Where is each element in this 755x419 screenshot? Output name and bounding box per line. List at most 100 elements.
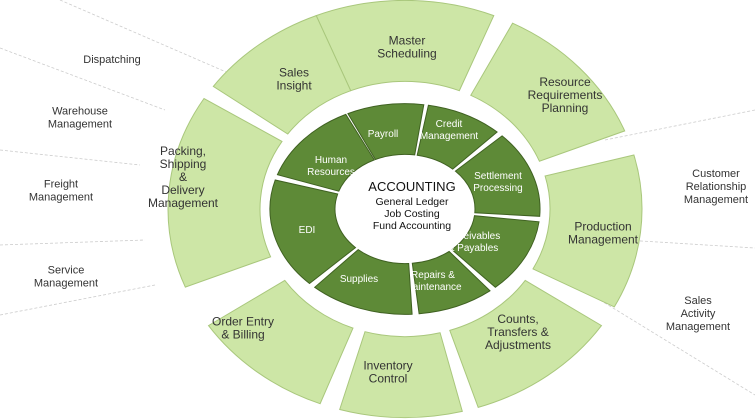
label-line: Management: [684, 194, 748, 206]
label-line: Adjustments: [485, 338, 551, 352]
outer-segment-shape: [212, 14, 352, 135]
label-line: Order Entry: [212, 315, 274, 329]
inner-segment-shape: [450, 215, 540, 288]
outer-segment-shape: [315, 0, 495, 92]
guide-line: [0, 239, 146, 246]
label-line: Human: [315, 155, 347, 166]
label-line: Processing: [473, 183, 522, 194]
label-line: Management: [148, 196, 219, 210]
label-line: Counts,: [497, 312, 538, 326]
label-line: Resource: [539, 75, 591, 89]
inner-segment-edi: EDI: [269, 179, 357, 285]
label-line: Resources: [307, 167, 355, 178]
label-line: Service: [48, 265, 85, 277]
outer-segment-shape: [207, 279, 354, 405]
label-line: Warehouse: [52, 106, 108, 118]
outer-segment-shape: [167, 97, 283, 288]
center-hub: [340, 173, 468, 245]
guide-lines: [0, 0, 755, 396]
guide-line: [0, 47, 166, 111]
label-line: Control: [369, 372, 408, 386]
label-line: Packing,: [160, 144, 206, 158]
inner-segment-shape: [411, 250, 491, 315]
label-line: Management: [48, 119, 112, 131]
center-line-fund-accounting: Fund Accounting: [373, 220, 451, 232]
label-line: & Billing: [221, 328, 264, 342]
inner-segment-shape: [416, 104, 498, 170]
outer-segment-order-entry-and-billing: Order Entry& Billing: [207, 279, 354, 405]
label-line: EDI: [299, 225, 316, 236]
label-line: Management: [420, 131, 479, 142]
label-line: Scheduling: [377, 47, 436, 61]
label-line: Repairs &: [411, 270, 455, 281]
guide-line: [624, 239, 755, 249]
inner-segment-shape: [347, 103, 425, 161]
label-line: Management: [29, 192, 93, 204]
label-line: Relationship: [686, 181, 747, 193]
label-line: Inventory: [363, 359, 412, 373]
outer-segment-counts-transfers-and-adjustments: Counts,Transfers &Adjustments: [449, 279, 603, 409]
label-line: Requirements: [528, 88, 603, 102]
outer-segment-shape: [339, 331, 463, 419]
label-line: Sales: [684, 295, 712, 307]
label-line: Maintenance: [404, 282, 462, 293]
center-title: ACCOUNTING: [368, 179, 455, 194]
label-line: Shipping: [160, 157, 207, 171]
label-line: Payroll: [368, 129, 399, 140]
label-line: Receivables: [446, 231, 500, 242]
center-line-job-costing: Job Costing: [384, 208, 440, 220]
inner-segment-receivables-and-payables: Receivables& Payables: [446, 215, 540, 288]
inner-segment-repairs-and-maintenance: Repairs &Maintenance: [404, 250, 491, 315]
guide-line: [599, 299, 755, 396]
label-line: Sales: [279, 66, 309, 80]
inner-segment-shape: [276, 113, 376, 192]
inner-segment-payroll: Payroll: [347, 103, 425, 161]
label-line: Transfers &: [487, 325, 549, 339]
label-line: Settlement: [474, 171, 522, 182]
label-line: Management: [666, 321, 730, 333]
inner-segment-shape: [313, 248, 413, 315]
margin-label-dispatching: Dispatching: [83, 54, 140, 66]
inner-segment-supplies: Supplies: [313, 248, 413, 315]
accounting-center: ACCOUNTING General Ledger Job Costing Fu…: [340, 173, 468, 245]
label-line: &: [179, 170, 187, 184]
label-line: Supplies: [340, 274, 378, 285]
label-line: Delivery: [161, 183, 204, 197]
inner-segment-shape: [454, 135, 541, 217]
outer-segment-shape: [532, 154, 643, 308]
label-line: Production: [574, 220, 631, 234]
label-line: Activity: [681, 308, 716, 320]
inner-segment-shape: [269, 179, 357, 285]
outer-segment-shape: [470, 22, 626, 162]
label-line: Dispatching: [83, 54, 140, 66]
guide-line: [0, 149, 141, 166]
label-line: Customer: [692, 168, 740, 180]
label-line: Freight: [44, 179, 78, 191]
label-line: Management: [34, 278, 98, 290]
guide-line: [59, 0, 241, 79]
center-line-general-ledger: General Ledger: [376, 196, 449, 208]
label-line: Planning: [542, 101, 589, 115]
outer-segment-shape: [449, 279, 603, 409]
label-line: Management: [568, 233, 639, 247]
guide-line: [0, 284, 156, 316]
guide-line: [604, 109, 755, 141]
label-line: Insight: [276, 79, 312, 93]
label-line: Credit: [436, 119, 463, 130]
